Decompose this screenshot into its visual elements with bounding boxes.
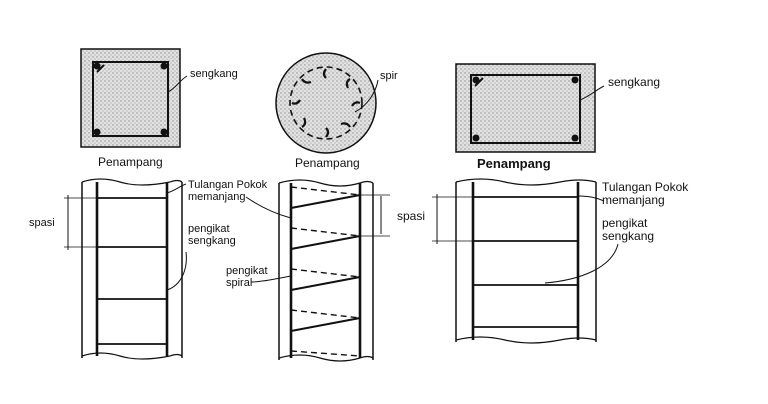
- left-spacing-label: spasi: [29, 217, 55, 229]
- rebar-dot: [93, 62, 101, 70]
- rebar-hook: [351, 101, 361, 107]
- rebar-dot: [472, 134, 480, 142]
- spiral-back: [290, 186, 361, 357]
- rebar-dot: [571, 76, 579, 84]
- left-main-bar-label-1: Tulangan Pokok: [188, 179, 268, 191]
- rebar-hook: [340, 122, 351, 128]
- right-main-bar-label-1: Tulangan Pokok: [602, 180, 689, 194]
- left-stirrup-label: sengkang: [190, 68, 238, 80]
- spiral-front: [290, 194, 361, 332]
- right-section-caption: Penampang: [477, 156, 551, 171]
- right-stirrup-label: sengkang: [608, 75, 660, 89]
- right-spacing-label: spasi: [397, 209, 425, 223]
- middle-tie-label-1: pengikat: [226, 265, 268, 277]
- right-main-bar-label-2: memanjang: [602, 193, 665, 207]
- middle-spiral-label: spir: [380, 70, 398, 82]
- rebar-dot: [93, 128, 101, 136]
- rebar-dot: [571, 134, 579, 142]
- rebar-dot: [160, 128, 168, 136]
- rebar-hook: [345, 78, 351, 89]
- left-tie-label-2: sengkang: [188, 235, 236, 247]
- rebar-hook: [301, 117, 307, 128]
- rebar-hook: [322, 68, 327, 79]
- rebar-dot: [160, 62, 168, 70]
- left-square-section: [80, 48, 188, 148]
- rebar-hook: [301, 78, 312, 84]
- middle-circular-section: [275, 52, 379, 154]
- right-tie-label-1: pengikat: [602, 216, 648, 230]
- middle-tie-label-2: spiral: [226, 277, 252, 289]
- rebar-hook: [325, 127, 330, 138]
- left-column-elevation: [64, 178, 187, 360]
- left-tie-label-1: pengikat: [188, 223, 230, 235]
- left-main-bar-label-2: memanjang: [188, 191, 245, 203]
- middle-section-caption: Penampang: [295, 156, 360, 170]
- rebar-dot: [472, 76, 480, 84]
- rebar-hook: [291, 99, 301, 105]
- right-column-elevation: [432, 178, 619, 344]
- right-rect-section: [455, 63, 605, 153]
- middle-column-elevation: [245, 179, 390, 362]
- left-section-caption: Penampang: [98, 155, 163, 169]
- right-tie-label-2: sengkang: [602, 229, 654, 243]
